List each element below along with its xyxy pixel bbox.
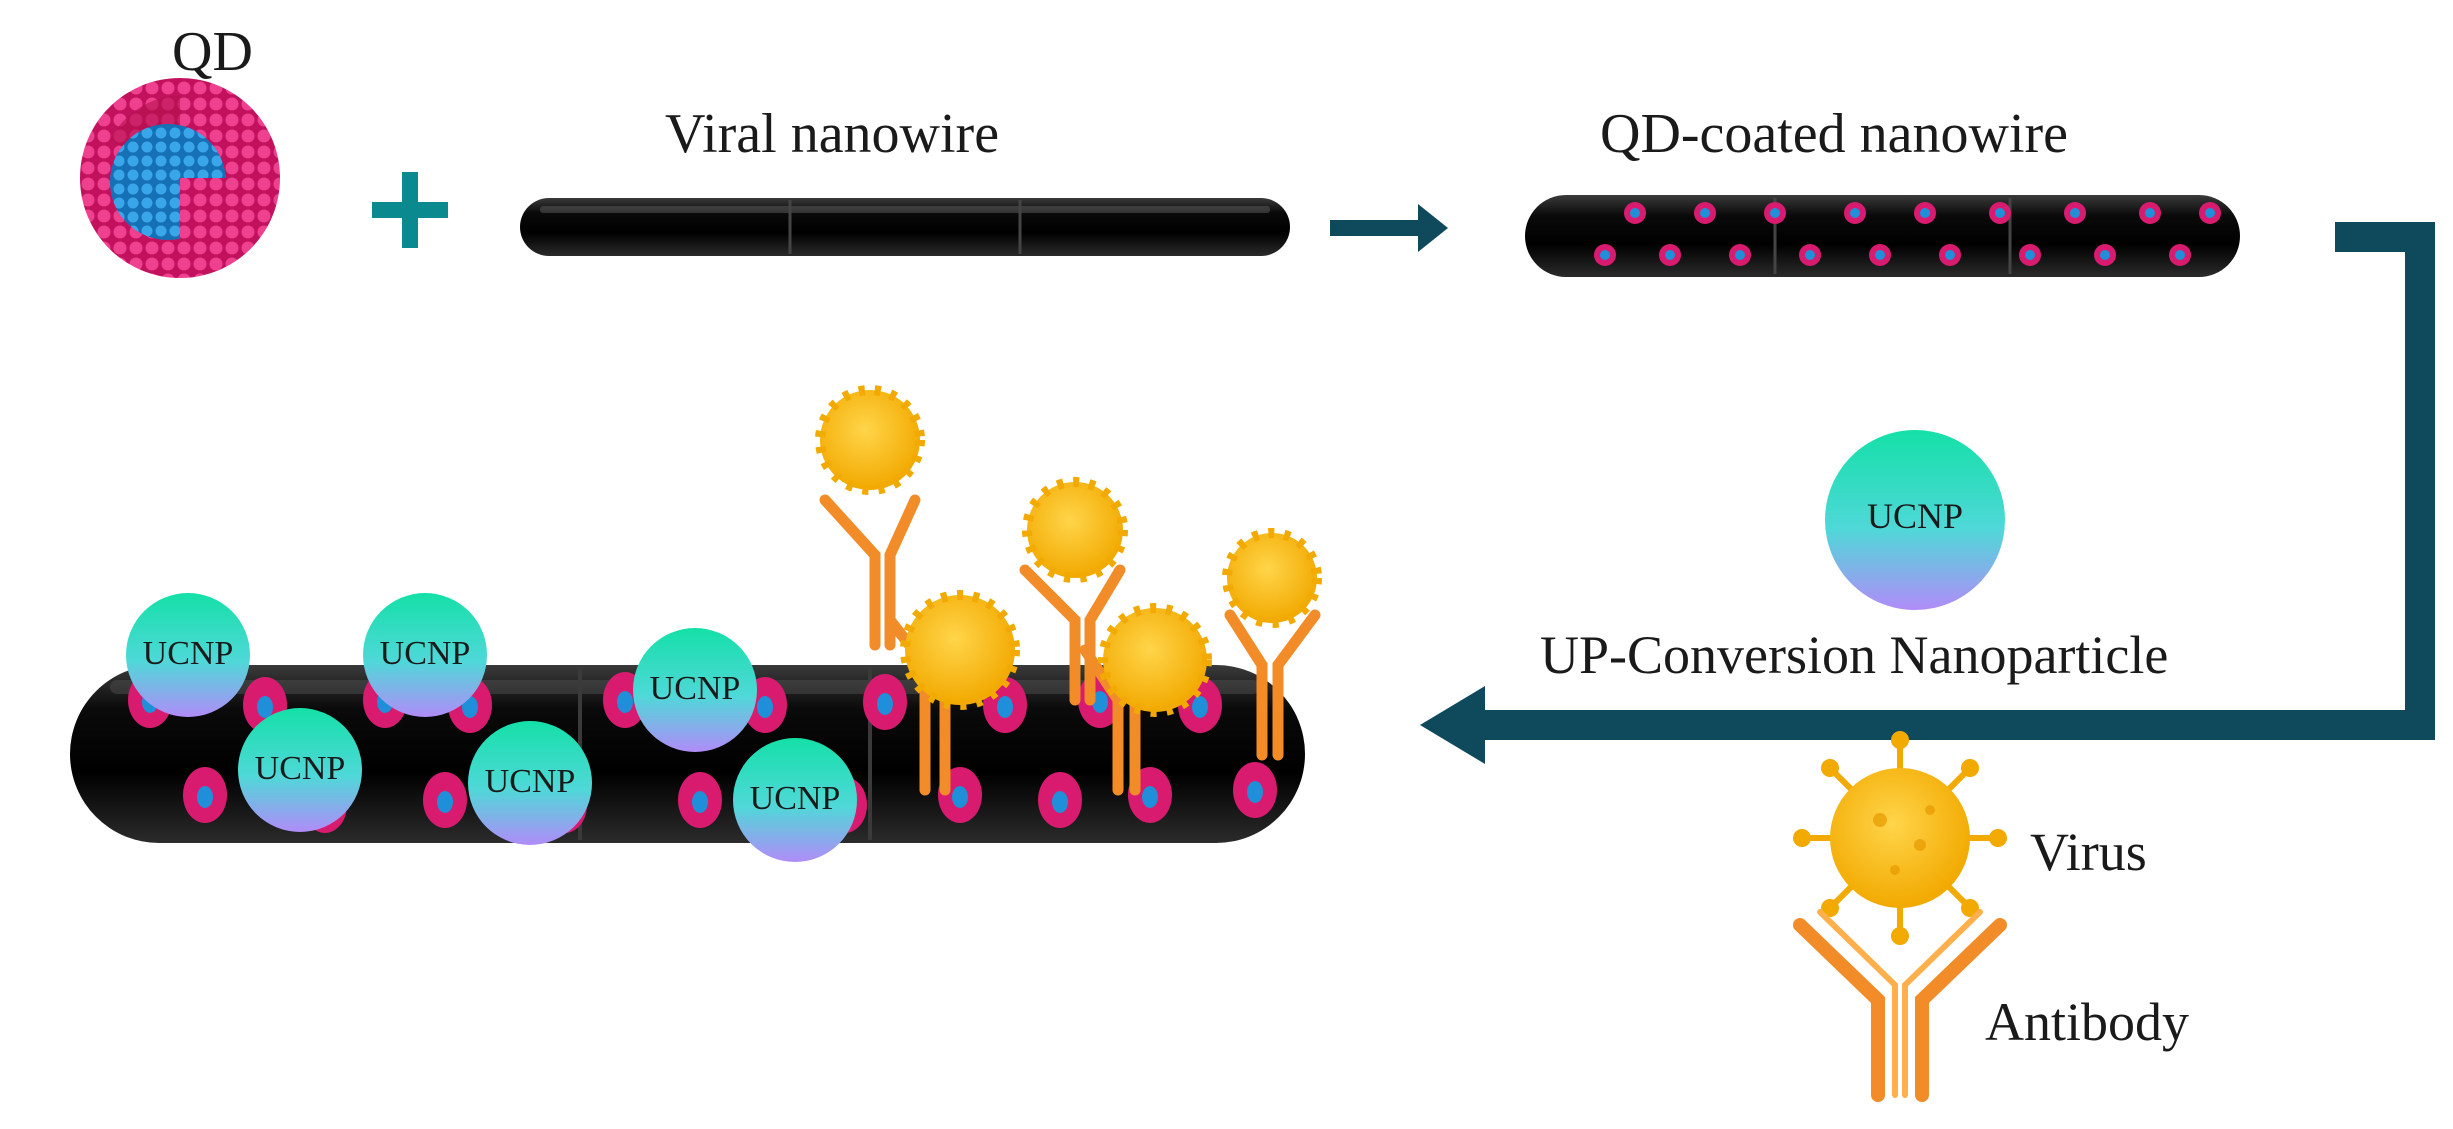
ucnp-label: UCNP: [1867, 496, 1963, 536]
ucnp-label: UCNP: [255, 750, 346, 787]
quantum-dot-icon: [1659, 244, 1681, 266]
ucnp-sphere-icon: UCNP: [238, 708, 362, 832]
quantum-dot-icon: [678, 772, 722, 828]
quantum-dot-icon: [1799, 244, 1821, 266]
qd-label: QD: [172, 21, 253, 83]
virus-icon: [1793, 731, 2007, 945]
ucnp-sphere-icon: UCNP: [363, 593, 487, 717]
quantum-dot-icon: [2169, 244, 2191, 266]
antibody-label: Antibody: [1985, 992, 2189, 1052]
flow-arrow-icon: [1330, 204, 1448, 252]
quantum-dot-icon: [2094, 244, 2116, 266]
quantum-dot-icon: [1844, 202, 1866, 224]
quantum-dot-icon: [1939, 244, 1961, 266]
quantum-dot-icon: [1869, 244, 1891, 266]
quantum-dot-icon: [183, 767, 227, 823]
quantum-dot-icon: [1624, 202, 1646, 224]
quantum-dot-icon: [1764, 202, 1786, 224]
quantum-dot-icon: [1233, 762, 1277, 818]
ucnp-sphere-icon: UCNP: [468, 721, 592, 845]
antibody-icon: [819, 494, 1321, 796]
ucnp-label: UCNP: [650, 670, 741, 707]
quantum-dot-icon: [1038, 772, 1082, 828]
quantum-dot-icon: [423, 772, 467, 828]
quantum-dot-icon: [1989, 202, 2011, 224]
viral-nanowire-label: Viral nanowire: [665, 103, 999, 165]
antibody-icon: [1793, 909, 2007, 1102]
ucnp-sphere-icon: UCNP: [633, 628, 757, 752]
ucnp-label: UCNP: [143, 635, 234, 672]
ucnp-sphere-icon: UCNP: [733, 738, 857, 862]
qd-coated-nanowire-label: QD-coated nanowire: [1600, 103, 2068, 165]
plus-icon: [372, 172, 448, 248]
quantum-dot-icon: [1729, 244, 1751, 266]
virus-label: Virus: [2030, 822, 2147, 882]
quantum-dot-icon: [2019, 244, 2041, 266]
virus-icon: [815, 385, 1322, 717]
ucnp-label: UCNP: [485, 763, 576, 800]
ucnp-label: UCNP: [380, 635, 471, 672]
quantum-dot-icon: [2139, 202, 2161, 224]
upconversion-label: UP-Conversion Nanoparticle: [1540, 625, 2168, 685]
quantum-dot-icon: [1694, 202, 1716, 224]
quantum-dot-icon: [863, 674, 907, 730]
nanowire-icon: [520, 198, 1290, 256]
qd-coated-nanowire-icon: [1525, 195, 2240, 277]
quantum-dot-icon: [80, 78, 280, 278]
ucnp-sphere-icon: UCNP: [126, 593, 250, 717]
ucnp-sphere-icon: UCNP: [1825, 430, 2005, 610]
quantum-dot-icon: [2064, 202, 2086, 224]
quantum-dot-icon: [1594, 244, 1616, 266]
ucnp-label: UCNP: [750, 780, 841, 817]
quantum-dot-icon: [2199, 202, 2221, 224]
quantum-dot-icon: [1914, 202, 1936, 224]
flow-arrow-icon: [1420, 222, 2435, 764]
